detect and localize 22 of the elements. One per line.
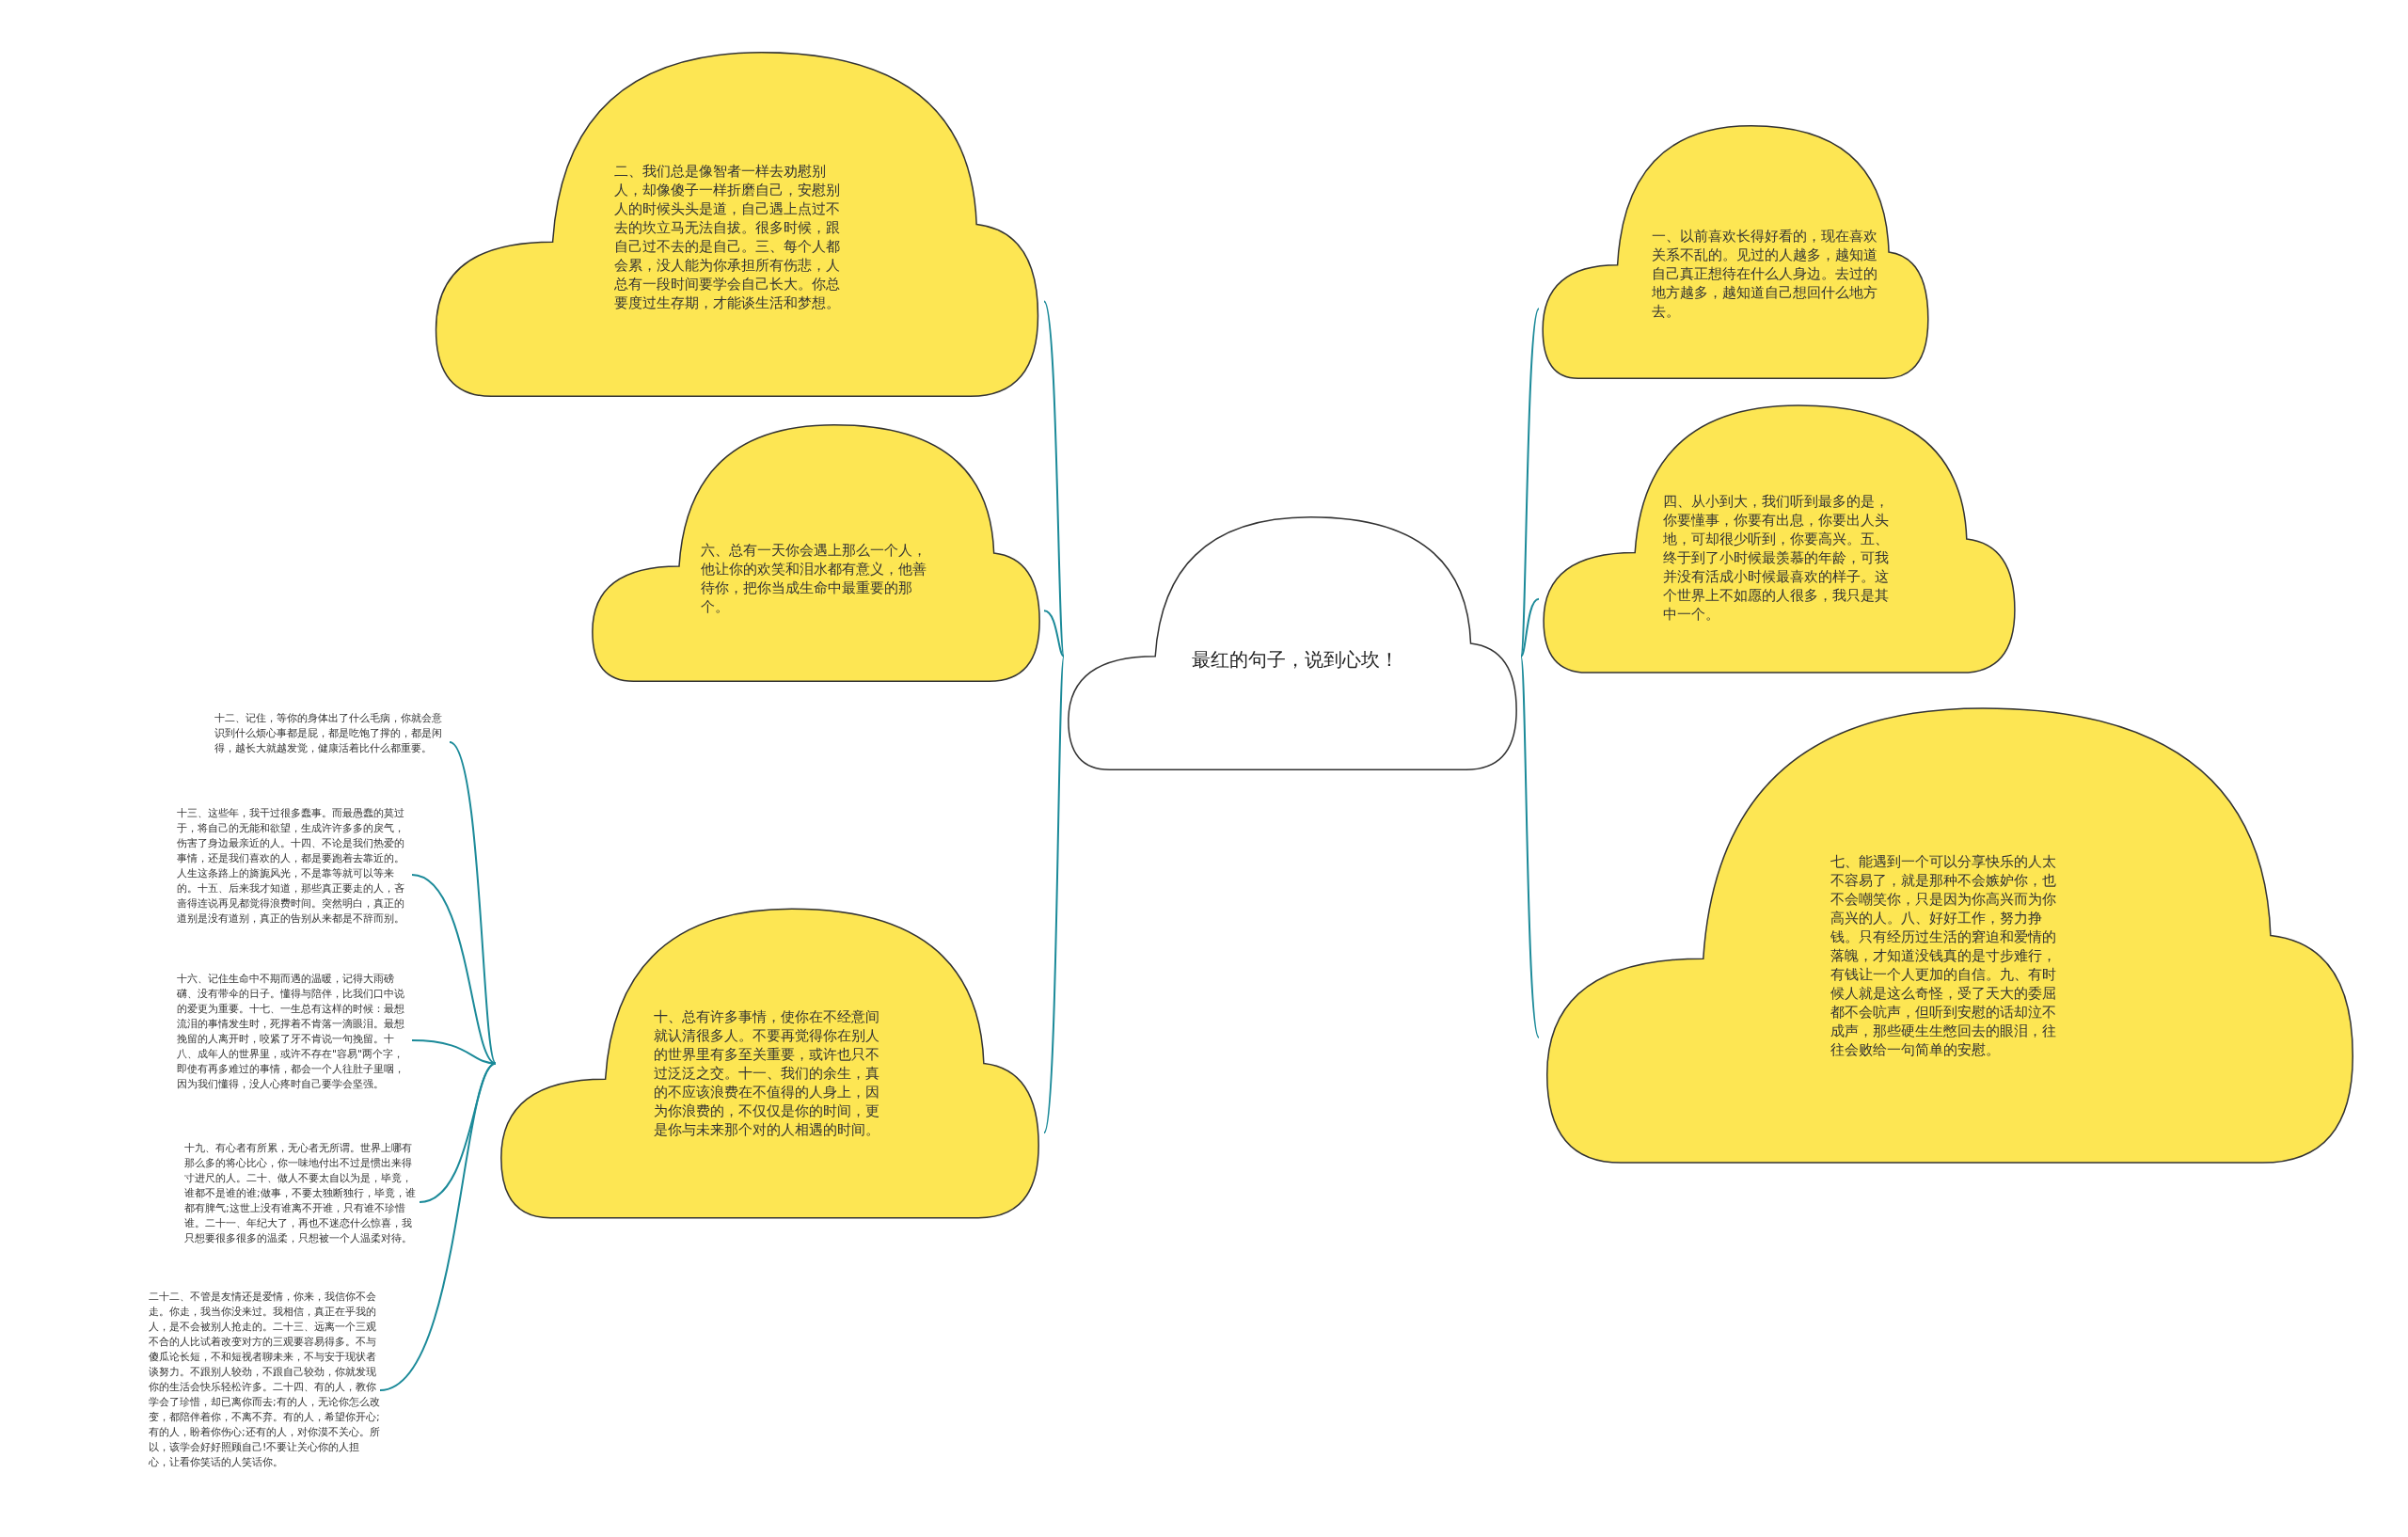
node-text: 二十二、不管是友情还是爱情，你来，我信你不会走。你走，我当你没来过。我相信，真正在乎我的人，是不会被别人抢走的。二十三、远离一个三观不合的人比试着改变对方的三观要容易得多。不与傻瓜论长短，不和短视者聊未来，不与安于现状者谈努力。不跟别人较劲，不跟自己较劲，你就发现你的生活会快乐轻松许多。二十四、有的人，教你学会了珍惜，却已离你而去;有的人，无论你怎么改变，都陪伴着你，不离不弃。有的人，希望你开心;有的人，盼着你伤心;还有的人，对你漠不关心。所以，该学会好好照顾自己!不要让关心你的人担心，让看你笑话的人笑话你。: [149, 1290, 380, 1470]
node-text: 二、我们总是像智者一样去劝慰别人，却像傻子一样折磨自己，安慰别人的时候头头是道，自己遇上点过不去的坎立马无法自拔。很多时候，跟自己过不去的是自己。三、每个人都会累，没人能为你承担所有伤悲，人总有一段时间要学会自己长大。你总要度过生存期，才能谈生活和梦想。: [614, 162, 840, 312]
connector-line: [1043, 610, 1065, 658]
connector-line: [449, 741, 497, 1065]
node-text: 十三、这些年，我干过很多蠢事。而最愚蠢的莫过于，将自己的无能和欲望，生成许许多多的戾气，伤害了身边最亲近的人。十四、不论是我们热爱的事情，还是我们喜欢的人，都是要跑着去靠近的。人生这条路上的旖旎风光，不是靠等就可以等来的。十五、后来我才知道，那些真正要走的人，吝啬得连说再见都觉得浪费时间。突然明白，真正的道别是没有道别，真正的告别从来都是不辞而别。: [177, 806, 405, 927]
node-text: 十、总有许多事情，使你在不经意间就认清很多人。不要再觉得你在别人的世界里有多至关重要，或许也只不过泛泛之交。十一、我们的余生，真的不应该浪费在不值得的人身上，因为你浪费的，不仅仅是你的时间，更是你与未来那个对的人相遇的时间。: [654, 1007, 879, 1139]
node-text: 六、总有一天你会遇上那么一个人，他让你的欢笑和泪水都有意义，他善待你，把你当成生命中最重要的那个。: [701, 541, 927, 616]
connector-line: [379, 1062, 497, 1391]
connector-line: [1520, 655, 1540, 1038]
node-text: 一、以前喜欢长得好看的，现在喜欢关系不乱的。见过的人越多，越知道自己真正想待在什么人身边。去过的地方越多，越知道自己想回什么地方去。: [1652, 227, 1878, 321]
connector-line: [1043, 300, 1065, 658]
connector-line: [1520, 597, 1540, 658]
node-text: 十九、有心者有所累，无心者无所谓。世界上哪有那么多的将心比心，你一味地付出不过是惯出来得寸进尺的人。二十、做人不要太自以为是，毕竟，谁都不是谁的谁;做事，不要太独断独行，毕竟，谁都有脾气;这世上没有谁离不开谁，只有谁不珍惜谁。二十一、年纪大了，再也不迷恋什么惊喜，我只想要很多很多的温柔，只想被一个人温柔对待。: [184, 1141, 417, 1246]
connector-line: [1520, 308, 1540, 658]
connector-line: [1043, 655, 1065, 1134]
cloud-shape: [1539, 123, 1932, 381]
node-text: 七、能遇到一个可以分享快乐的人太不容易了，就是那种不会嫉妒你，也不会嘲笑你，只是因为你高兴而为你高兴的人。八、好好工作，努力挣钱。只有经历过生活的窘迫和爱情的落魄，才知道没钱真的是寸步难行，有钱让一个人更加的自信。九、有时候人就是这么奇怪，受了天大的委屈都不会吭声，但听到安慰的话却泣不成声，那些硬生生憋回去的眼泪，往往会败给一句简单的安慰。: [1830, 852, 2057, 1059]
node-text: 四、从小到大，我们听到最多的是，你要懂事，你要有出息，你要出人头地，可却很少听到，你要高兴。五、终于到了小时候最羡慕的年龄，可我并没有活成小时候最喜欢的样子。这个世界上不如愿的人很多，我只是其中一个。: [1663, 492, 1890, 624]
node-text: 最红的句子，说到心坎！: [1191, 647, 1400, 673]
node-text: 十六、记住生命中不期而遇的温暖，记得大雨磅礴、没有带伞的日子。懂得与陪伴，比我们口中说的爱更为重要。十七、一生总有这样的时候：最想流泪的事情发生时，死撑着不肯落一滴眼泪。最想挽留的人离开时，咬紧了牙不肯说一句挽留。十八、成年人的世界里，或许不存在"容易"两个字，即使有再多难过的事情，都会一个人往肚子里咽，因为我们懂得，没人心疼时自己要学会坚强。: [177, 972, 405, 1092]
node-text: 十二、记住，等你的身体出了什么毛病，你就会意识到什么烦心事都是屁，都是吃饱了撑的，都是闲得，越长大就越发觉，健康活着比什么都重要。: [214, 711, 443, 756]
connector-line: [411, 1039, 497, 1065]
